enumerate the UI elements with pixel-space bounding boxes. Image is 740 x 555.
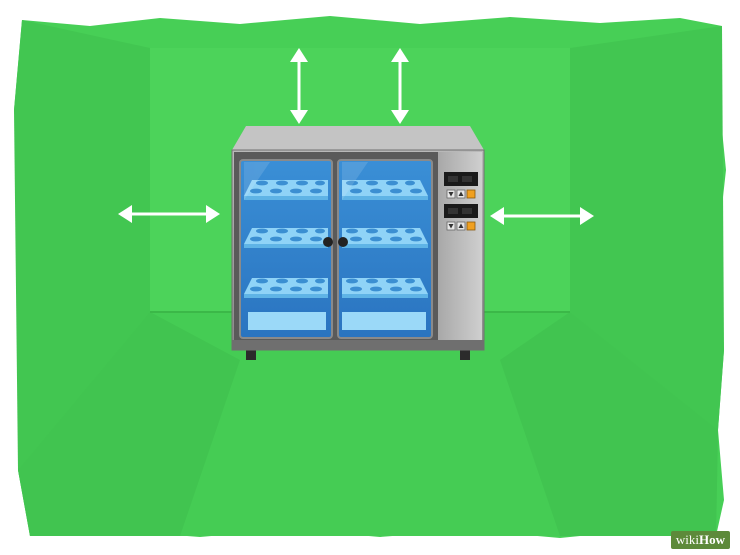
down-arrow-icon (448, 224, 454, 229)
set-button (466, 189, 476, 199)
watermark-prefix: wiki (675, 532, 699, 547)
double-arrow-icon (391, 48, 409, 124)
right-foot (460, 348, 470, 360)
right-door-handle (338, 237, 348, 247)
shelves (244, 180, 428, 330)
cabinet-top (232, 126, 484, 150)
right-wall (570, 26, 724, 430)
left-wall (14, 20, 150, 470)
double-arrow-icon (290, 48, 308, 124)
up-arrow-icon (458, 223, 464, 228)
shelf-holes (250, 180, 422, 292)
control-unit-upper (444, 172, 478, 199)
cabinet-base (232, 340, 484, 350)
up-arrow-icon (458, 191, 464, 196)
watermark-brand: How (699, 532, 725, 547)
digital-display (444, 204, 478, 218)
glass-reflections (244, 162, 368, 200)
double-arrow-icon (118, 205, 220, 223)
wikihow-watermark: wikiHow (670, 531, 730, 549)
clearance-arrows (118, 48, 594, 225)
control-unit-lower (444, 204, 478, 231)
floor-shadow-left (18, 312, 240, 536)
double-arrow-icon (490, 207, 594, 225)
left-door-handle (323, 237, 333, 247)
incubator (231, 126, 485, 360)
floor-shadow-right (500, 312, 718, 536)
digital-display (444, 172, 478, 186)
left-foot (246, 348, 256, 360)
set-button (466, 221, 476, 231)
down-arrow-icon (448, 192, 454, 197)
